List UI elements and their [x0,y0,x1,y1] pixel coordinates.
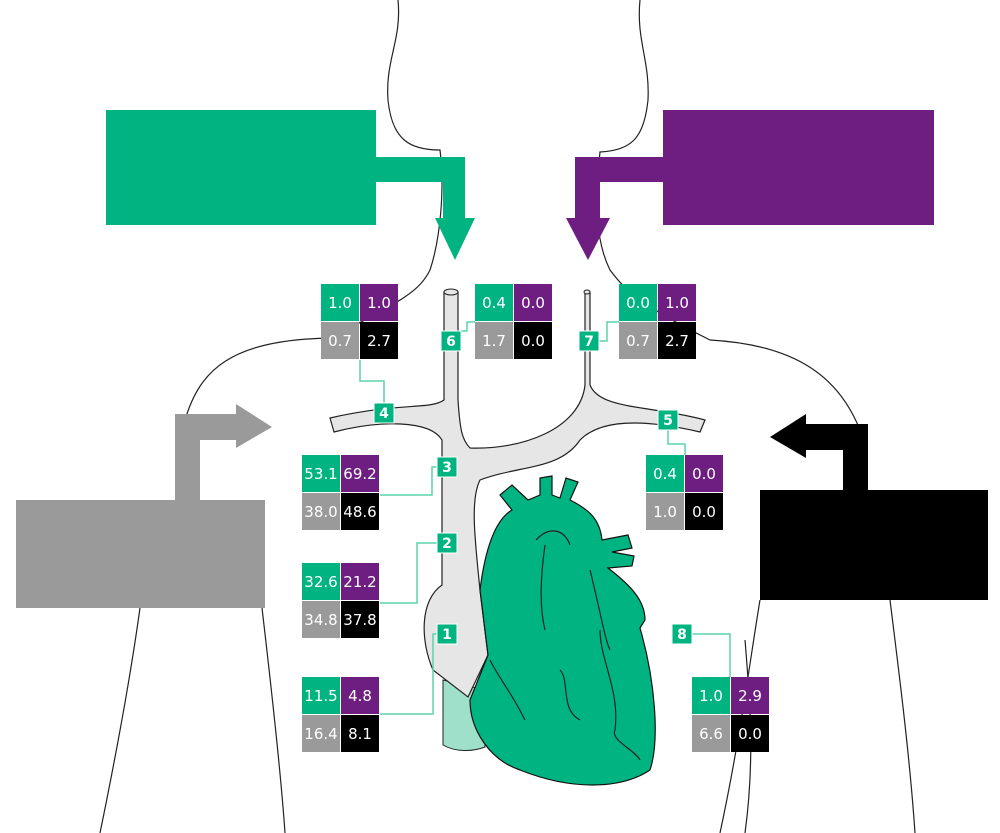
site-8-marker: 8 [671,623,693,645]
purple-value-cell [341,677,379,714]
gray-value: 38.0 [304,503,337,521]
purple-value: 1.0 [665,294,689,312]
black-source-arrow [760,414,988,600]
gray-value: 16.4 [304,725,337,743]
gray-value: 0.7 [328,332,352,350]
site-5-marker: 5 [657,409,679,431]
black-value-cell [360,322,398,359]
site-6-marker: 6 [440,330,462,352]
green-value: 11.5 [304,687,337,705]
site-number: 2 [442,536,452,552]
gray-value-cell [692,715,730,752]
green-source-arrow [106,110,475,260]
gray-source-arrow [16,404,272,608]
green-value: 0.4 [653,465,677,483]
site-2-marker: 2 [436,532,458,554]
purple-value-cell [341,455,379,492]
gray-value-cell [321,322,359,359]
black-value: 37.8 [343,611,376,629]
site-number: 3 [442,460,452,476]
black-value-cell [685,493,723,530]
black-value-cell [341,493,379,530]
green-value: 53.1 [304,465,337,483]
site-3-box: 53.1 69.2 38.0 48.6 3 [302,455,458,530]
site-number: 8 [677,627,687,643]
black-value: 0.0 [692,503,716,521]
black-value-cell [341,601,379,638]
green-value-cell [302,455,340,492]
green-value-cell [302,563,340,600]
green-value: 1.0 [328,294,352,312]
purple-value: 2.9 [738,687,762,705]
green-value: 0.0 [626,294,650,312]
purple-value: 69.2 [343,465,376,483]
black-value: 48.6 [343,503,376,521]
site-2-box: 32.6 21.2 34.8 37.8 2 [302,532,458,638]
gray-value: 1.0 [653,503,677,521]
site-number: 7 [584,334,594,350]
green-value-cell [692,677,730,714]
site-number: 6 [446,334,456,350]
purple-value-cell [360,284,398,321]
site-7-marker: 7 [578,330,600,352]
site-6-box: 0.4 0.0 1.7 0.0 6 [440,284,552,359]
black-value-cell [731,715,769,752]
green-value-cell [646,455,684,492]
green-value-cell [321,284,359,321]
green-value: 32.6 [304,573,337,591]
black-value: 2.7 [367,332,391,350]
site-number: 1 [442,627,452,643]
purple-value: 21.2 [343,573,376,591]
purple-value: 4.8 [348,687,372,705]
black-value: 0.0 [738,725,762,743]
purple-value-cell [341,563,379,600]
gray-value-cell [646,493,684,530]
green-value: 0.4 [482,294,506,312]
green-value-cell [619,284,657,321]
site-4-box: 1.0 1.0 0.7 2.7 4 [321,284,398,424]
site-number: 4 [379,406,389,422]
site-3-marker: 3 [436,456,458,478]
gray-value-cell [302,601,340,638]
purple-value: 0.0 [692,465,716,483]
site-7-box: 0.0 1.0 0.7 2.7 7 [578,284,696,359]
superior-vena-cava [329,291,706,698]
black-value: 8.1 [348,725,372,743]
purple-source-arrow [566,110,934,260]
site-8-box: 1.0 2.9 6.6 0.0 8 [671,623,769,752]
gray-value: 34.8 [304,611,337,629]
heart-illustration [469,475,656,786]
gray-value-cell [619,322,657,359]
site-5-box: 0.4 0.0 1.0 0.0 5 [646,409,723,530]
site-1-box: 11.5 4.8 16.4 8.1 1 [302,623,458,752]
gray-value-cell [475,322,513,359]
black-value-cell [658,322,696,359]
black-value-cell [514,322,552,359]
black-value-cell [341,715,379,752]
purple-value-cell [685,455,723,492]
purple-value: 1.0 [367,294,391,312]
black-value: 0.0 [521,332,545,350]
site-1-marker: 1 [436,623,458,645]
purple-value-cell [658,284,696,321]
gray-value: 0.7 [626,332,650,350]
green-value-cell [475,284,513,321]
purple-value: 0.0 [521,294,545,312]
gray-value-cell [302,715,340,752]
black-value: 2.7 [665,332,689,350]
green-value: 1.0 [699,687,723,705]
gray-value-cell [302,493,340,530]
green-value-cell [302,677,340,714]
purple-value-cell [514,284,552,321]
gray-value: 1.7 [482,332,506,350]
data-boxes: 11.5 4.8 16.4 8.1 1 32.6 21.2 34.8 37.8 2 53.1 69.2… [302,284,769,752]
site-number: 5 [663,413,673,429]
gray-value: 6.6 [699,725,723,743]
purple-value-cell [731,677,769,714]
site-4-marker: 4 [373,402,395,424]
